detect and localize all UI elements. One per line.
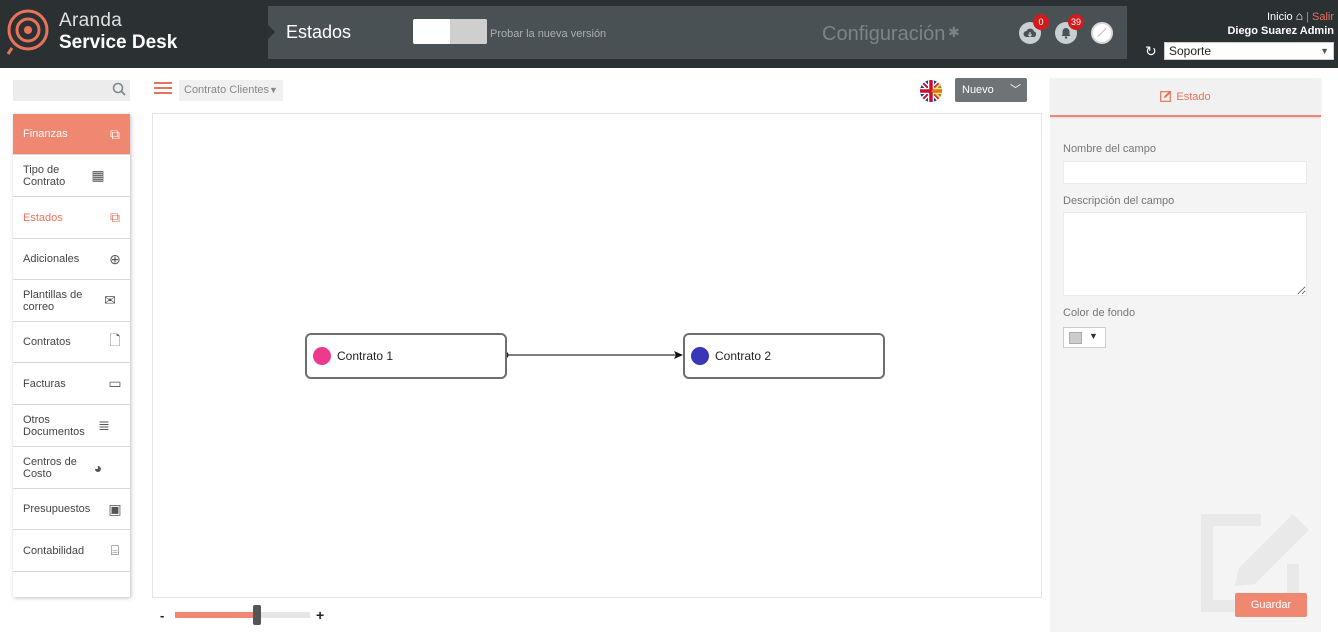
sidebar-item-label: Contratos [23,336,71,348]
card-icon: ▭ [108,375,122,391]
brand-name: Aranda [59,10,123,31]
zoom-slider-handle[interactable] [253,605,262,625]
sidebar-item-centros-costo[interactable]: Centros de Costo ◕ [13,447,130,489]
refresh-icon[interactable]: ↻ [1145,43,1157,59]
sidebar-item-label: Tipo de Contrato [23,163,66,188]
state-color-dot [691,347,709,365]
sidebar-item-contabilidad[interactable]: Contabilidad ⌸ [13,530,130,572]
state-node-label: Contrato 1 [337,349,394,363]
zoom-in-button[interactable]: + [316,607,325,623]
sidebar-item-tipo-contrato[interactable]: Tipo de Contrato ▦ [13,155,130,197]
project-select-value: Soporte [1169,44,1212,58]
sidebar-item-label: Finanzas [23,128,68,140]
envelope-icon: ✉ [104,292,116,308]
document-search-icon: 🗋 [109,332,121,348]
chevron-down-icon: ▼ [1089,331,1098,341]
grid-icon: ▦ [91,167,105,183]
sidebar-item-label: Adicionales [23,253,80,265]
money-icon: ▣ [108,500,122,517]
copy-icon: ⧉ [110,209,120,225]
panel-header: Estado [1050,78,1321,117]
sidebar-item-adicionales[interactable]: Adicionales ⊕ [13,239,130,280]
state-color-dot [313,347,331,365]
state-node-contrato-2[interactable]: Contrato 2 [683,333,885,379]
top-bar: Aranda Service Desk Estados Probar la nu… [0,0,1338,68]
bg-color-label: Color de fondo [1063,307,1136,319]
chevron-down-icon: ▼ [1320,46,1329,56]
sidebar-item-otros-documentos[interactable]: Otros Documentos ≣ [13,405,130,447]
module-bar [268,6,1127,59]
new-button-label: Nuevo [962,84,994,96]
plus-circle-icon: ⊕ [109,250,121,267]
diagram-canvas[interactable]: Contrato 1 Contrato 2 [152,113,1042,598]
module-bar-notch [268,25,275,39]
home-icon[interactable]: ⌂ [1295,9,1303,23]
field-description-input[interactable] [1063,212,1307,296]
uk-flag-icon[interactable] [920,80,942,102]
search-input[interactable] [13,80,130,101]
sidebar-item-label: Contabilidad [23,544,85,557]
toggle-knob [450,19,487,44]
panel-title: Estado [1050,90,1321,103]
zoom-out-button[interactable]: - [160,608,165,623]
field-name-label: Nombre del campo [1063,143,1156,155]
color-swatch [1069,332,1082,344]
new-button[interactable]: Nuevo ﹀ [955,78,1027,102]
sidebar-item-contratos[interactable]: Contratos 🗋 [13,322,130,363]
user-links: Inicio ⌂ | Salir [1267,9,1334,23]
save-button[interactable]: Guardar [1235,593,1307,617]
brand-product: Service Desk [59,32,178,53]
contract-select[interactable]: Contrato Clientes▼ [179,80,283,101]
sidebar-item-label: Plantillas de correo [23,288,83,313]
configuration-link[interactable]: Configuración [822,23,946,45]
transition-edge[interactable] [153,114,1043,599]
contract-select-value: Contrato Clientes [184,84,269,96]
zoom-slider-fill [175,612,258,618]
gear-icon[interactable]: ✱ [948,24,960,40]
aranda-logo [6,9,49,55]
sidebar-item-label: Centros de Costo [23,455,77,480]
state-node-label: Contrato 2 [715,349,772,363]
chevron-down-icon: ﹀ [1010,84,1021,96]
sidebar-item-facturas[interactable]: Facturas ▭ [13,363,130,405]
menu-icon[interactable] [154,82,172,96]
state-node-contrato-1[interactable]: Contrato 1 [305,333,507,379]
link-separator: | [1306,11,1309,23]
sidebar-item-estados[interactable]: Estados ⧉ [13,197,130,239]
properties-panel: Estado Nombre del campo Descripción del … [1050,78,1321,632]
logout-link[interactable]: Salir [1311,11,1334,23]
bg-color-picker[interactable]: ▼ [1063,327,1106,348]
chevron-down-icon: ▼ [269,85,278,95]
field-name-input[interactable] [1063,161,1307,184]
sidebar-item-finanzas[interactable]: Finanzas ⧉ [13,114,130,155]
copy-icon: ⧉ [110,125,120,142]
module-title: Estados [286,22,352,42]
new-version-label: Probar la nueva versión [490,28,607,40]
panel-title-text: Estado [1176,91,1211,103]
pie-chart-icon: ◕ [93,459,103,476]
user-name: Diego Suarez Admin [1227,25,1334,37]
document-lines-icon: ≣ [98,417,110,433]
sidebar-item-presupuestos[interactable]: Presupuestos ▣ [13,489,130,530]
cash-register-icon: ⌸ [110,542,120,558]
user-avatar[interactable] [1091,22,1113,44]
sidebar-item-label: Estados [23,211,63,224]
sidebar-item-label: Facturas [23,377,66,390]
field-description-label: Descripción del campo [1063,195,1175,207]
search-icon[interactable] [112,82,126,96]
notifications-badge: 39 [1068,14,1085,30]
project-select[interactable]: Soporte ▼ [1164,42,1334,60]
sidebar-item-label: Otros Documentos [23,413,85,438]
cloud-badge: 0 [1033,14,1049,30]
edit-icon [1160,90,1172,102]
inicio-link[interactable]: Inicio [1267,11,1293,23]
sidebar-item-label: Presupuestos [23,503,91,515]
new-version-toggle[interactable] [413,19,487,44]
sidebar-item-plantillas-correo[interactable]: Plantillas de correo ✉ [13,280,130,322]
sidebar: Finanzas ⧉ Tipo de Contrato ▦ Estados ⧉ … [13,114,130,597]
